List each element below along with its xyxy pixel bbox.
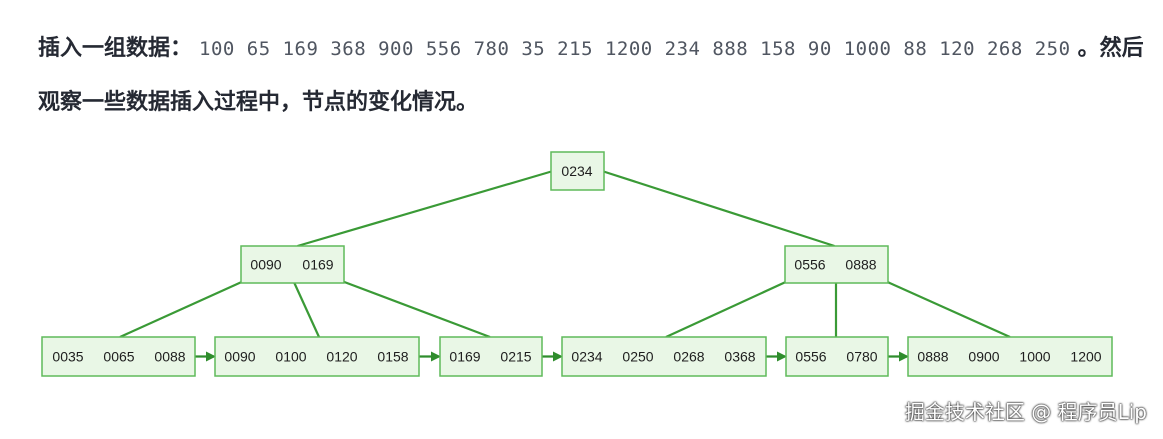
leaf-node-1-key: 0120: [326, 349, 357, 365]
leaf-node-3-key: 0268: [673, 349, 704, 365]
leaf-node-0: 0035 0065 0088: [41, 336, 196, 377]
root-node: 0234: [550, 151, 605, 191]
leaf-node-0-key: 0035: [52, 349, 83, 365]
edge-internal0-to-leaf1: [291, 279, 321, 338]
edge-internal0-to-leaf2: [338, 278, 491, 339]
internal-node-0-key: 0169: [302, 257, 333, 273]
root-node-box: [550, 151, 605, 191]
internal-node-0-key: 0090: [250, 257, 281, 273]
leaf-node-3-key: 0234: [571, 349, 602, 365]
internal-node-1-box: [784, 245, 889, 284]
leaf-node-5: 0888 0900 1000 1200: [907, 336, 1113, 377]
edge-internal1-to-leaf5: [882, 278, 1011, 339]
leaf-node-3: 0234 0250 0268 0368: [561, 336, 767, 377]
tree-nodes: 0234 0090 0169 0556 0888 0035 0065 0088 0090 0100…: [41, 151, 1113, 377]
internal-node-1-key: 0556: [794, 257, 825, 273]
leaf-node-0-key: 0088: [154, 349, 185, 365]
intro-lead: 插入一组数据：: [38, 36, 193, 61]
leaf-node-1-key: 0158: [377, 349, 408, 365]
edge-internal0-to-leaf0: [119, 278, 247, 339]
leaf-node-5-box: [907, 336, 1113, 377]
leaf-node-3-key: 0368: [724, 349, 755, 365]
internal-node-1-key: 0888: [845, 257, 876, 273]
leaf-node-4-key: 0556: [795, 349, 826, 365]
leaf-node-2: 0169 0215: [439, 336, 543, 377]
intro-numbers: 100 65 169 368 900 556 780 35 215 1200 2…: [199, 38, 1071, 60]
leaf-node-2-key: 0169: [449, 349, 480, 365]
edge-root-to-internal-right: [601, 169, 835, 248]
leaf-node-5-key: 1000: [1019, 349, 1050, 365]
leaf-node-1-box: [214, 336, 420, 377]
leaf-node-3-box: [561, 336, 767, 377]
internal-node-0: 0090 0169: [240, 245, 345, 284]
leaf-node-4-key: 0780: [846, 349, 877, 365]
leaf-node-1-key: 0090: [224, 349, 255, 365]
leaf-node-2-box: [439, 336, 543, 377]
leaf-node-5-key: 1200: [1070, 349, 1101, 365]
leaf-node-4: 0556 0780: [785, 336, 889, 377]
leaf-node-0-box: [41, 336, 196, 377]
leaf-node-4-box: [785, 336, 889, 377]
intro-tail: 。然后观察一些数据插入过程中，节点的变化情况。: [38, 36, 1144, 115]
edge-root-to-internal-left: [297, 169, 554, 248]
internal-node-1: 0556 0888: [784, 245, 889, 284]
edge-internal1-to-leaf3: [665, 279, 791, 338]
tree-edges: [119, 169, 1011, 339]
leaf-node-5-key: 0888: [917, 349, 948, 365]
internal-node-0-box: [240, 245, 345, 284]
watermark: 掘金技术社区 @ 程序员Lip: [904, 400, 1147, 424]
leaf-node-0-key: 0065: [103, 349, 134, 365]
leaf-node-2-key: 0215: [500, 349, 531, 365]
intro-paragraph: 插入一组数据： 100 65 169 368 900 556 780 35 21…: [38, 22, 1148, 130]
leaf-node-5-key: 0900: [968, 349, 999, 365]
leaf-node-3-key: 0250: [622, 349, 653, 365]
leaf-node-1-key: 0100: [275, 349, 306, 365]
root-node-key: 0234: [561, 163, 592, 179]
leaf-node-1: 0090 0100 0120 0158: [214, 336, 420, 377]
